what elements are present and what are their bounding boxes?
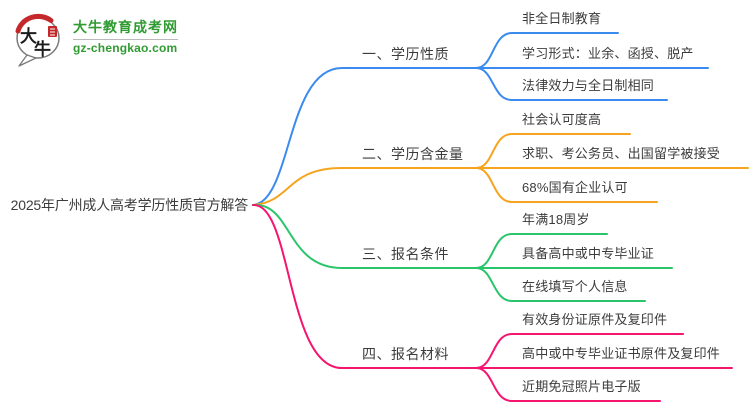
branch-4-child-2-label: 高中或中专毕业证书原件及复印件 — [522, 346, 721, 361]
branch-2-child-1-label: 社会认可度高 — [522, 112, 602, 127]
branch-3-label: 三、报名条件 — [362, 246, 449, 262]
branch-2-child-3-line — [475, 167, 658, 203]
bubble-tail — [18, 54, 37, 67]
branch-3-child-3-line — [475, 267, 646, 302]
logo-text-block: 大牛教育成考网 gz-chengkao.com — [73, 12, 178, 55]
branch-1-label: 一、学历性质 — [362, 46, 449, 62]
logo-bubble-icon: 大 牛 — [15, 13, 60, 67]
branch-2-child-2-label: 求职、考公务员、出国留学被接受 — [522, 146, 721, 161]
branch-3-child-2-label: 具备高中或中专毕业证 — [522, 246, 655, 261]
branch-1-child-3-label: 法律效力与全日制相同 — [522, 78, 655, 93]
logo-divider — [73, 39, 178, 40]
branch-3-trunk-line — [252, 203, 477, 269]
branch-4-label: 四、报名材料 — [362, 346, 449, 362]
branch-3-child-3-label: 在线填写个人信息 — [522, 279, 628, 294]
branch-4-child-3-line — [475, 367, 661, 402]
branch-1-child-1-label: 非全日制教育 — [522, 11, 602, 26]
bubble-char-top: 大 — [20, 26, 37, 46]
branch-2-trunk-line — [252, 167, 477, 206]
branch-2-child-1-line — [475, 133, 631, 169]
red-arc — [15, 13, 54, 34]
branch-4-child-3-label: 近期免冠照片电子版 — [522, 379, 641, 394]
bubble-char-bottom: 牛 — [34, 39, 51, 59]
branch-1-child-3-line — [475, 67, 668, 101]
branch-1-child-1-line — [475, 32, 619, 69]
branch-4-trunk-line — [252, 203, 477, 369]
site-name: 大牛教育成考网 — [73, 19, 178, 35]
branch-3-child-1-line — [475, 233, 608, 269]
branch-2-label: 二、学历含金量 — [362, 146, 464, 162]
branch-3-child-1-label: 年满18周岁 — [522, 212, 590, 227]
root-node: 2025年广州成人高考学历性质官方解答 — [10, 197, 249, 213]
site-domain: gz-chengkao.com — [73, 41, 178, 55]
branch-1-trunk-line — [252, 67, 477, 206]
branch-4-child-1-line — [475, 333, 684, 369]
site-logo: 大 牛 大牛教育成考网 gz-chengkao.com — [12, 12, 178, 68]
branch-2-child-3-label: 68%国有企业认可 — [522, 180, 628, 195]
branch-4-child-1-label: 有效身份证原件及复印件 — [522, 312, 668, 327]
branch-1-child-2-label: 学习形式：业余、函授、脱产 — [522, 46, 694, 61]
